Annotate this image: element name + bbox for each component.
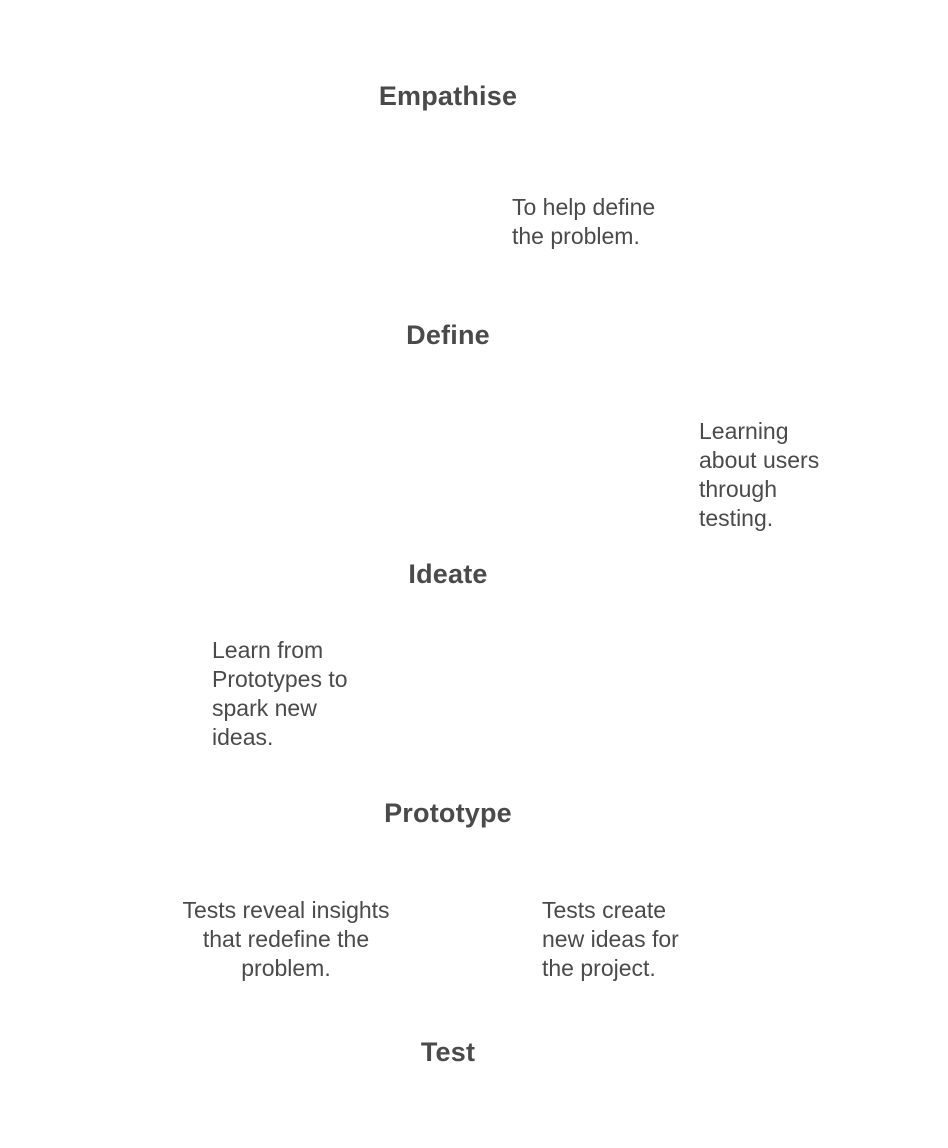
note-line: about users bbox=[699, 447, 820, 473]
note-line: spark new bbox=[212, 695, 317, 721]
note-tests-create: Tests create new ideas for the project. bbox=[542, 896, 679, 983]
stage-ideate: Ideate bbox=[408, 559, 488, 589]
note-line: through bbox=[699, 476, 778, 502]
note-line: Tests reveal insights bbox=[182, 897, 390, 923]
stage-define: Define bbox=[406, 320, 490, 350]
note-line: the problem. bbox=[512, 223, 640, 249]
note-line: the project. bbox=[542, 955, 656, 981]
note-line: Prototypes to bbox=[212, 666, 348, 692]
note-line: that redefine the bbox=[202, 926, 370, 952]
note-line: testing. bbox=[699, 505, 774, 531]
note-line: new ideas for bbox=[542, 926, 679, 952]
note-line: Tests create bbox=[542, 897, 666, 923]
stage-empathise: Empathise bbox=[378, 81, 518, 111]
note-help-define: To help define the problem. bbox=[512, 193, 655, 251]
stage-prototype: Prototype bbox=[384, 798, 512, 828]
stage-test: Test bbox=[420, 1037, 476, 1067]
note-line: Learn from bbox=[212, 637, 324, 663]
note-line: problem. bbox=[241, 955, 331, 981]
note-line: Learning bbox=[699, 418, 789, 444]
note-tests-reveal: Tests reveal insights that redefine the … bbox=[182, 896, 389, 983]
note-line: ideas. bbox=[212, 724, 274, 750]
note-learning-users: Learning about users through testing. bbox=[699, 417, 819, 533]
note-learn-prototypes: Learn from Prototypes to spark new ideas… bbox=[212, 636, 348, 752]
note-line: To help define bbox=[512, 194, 656, 220]
